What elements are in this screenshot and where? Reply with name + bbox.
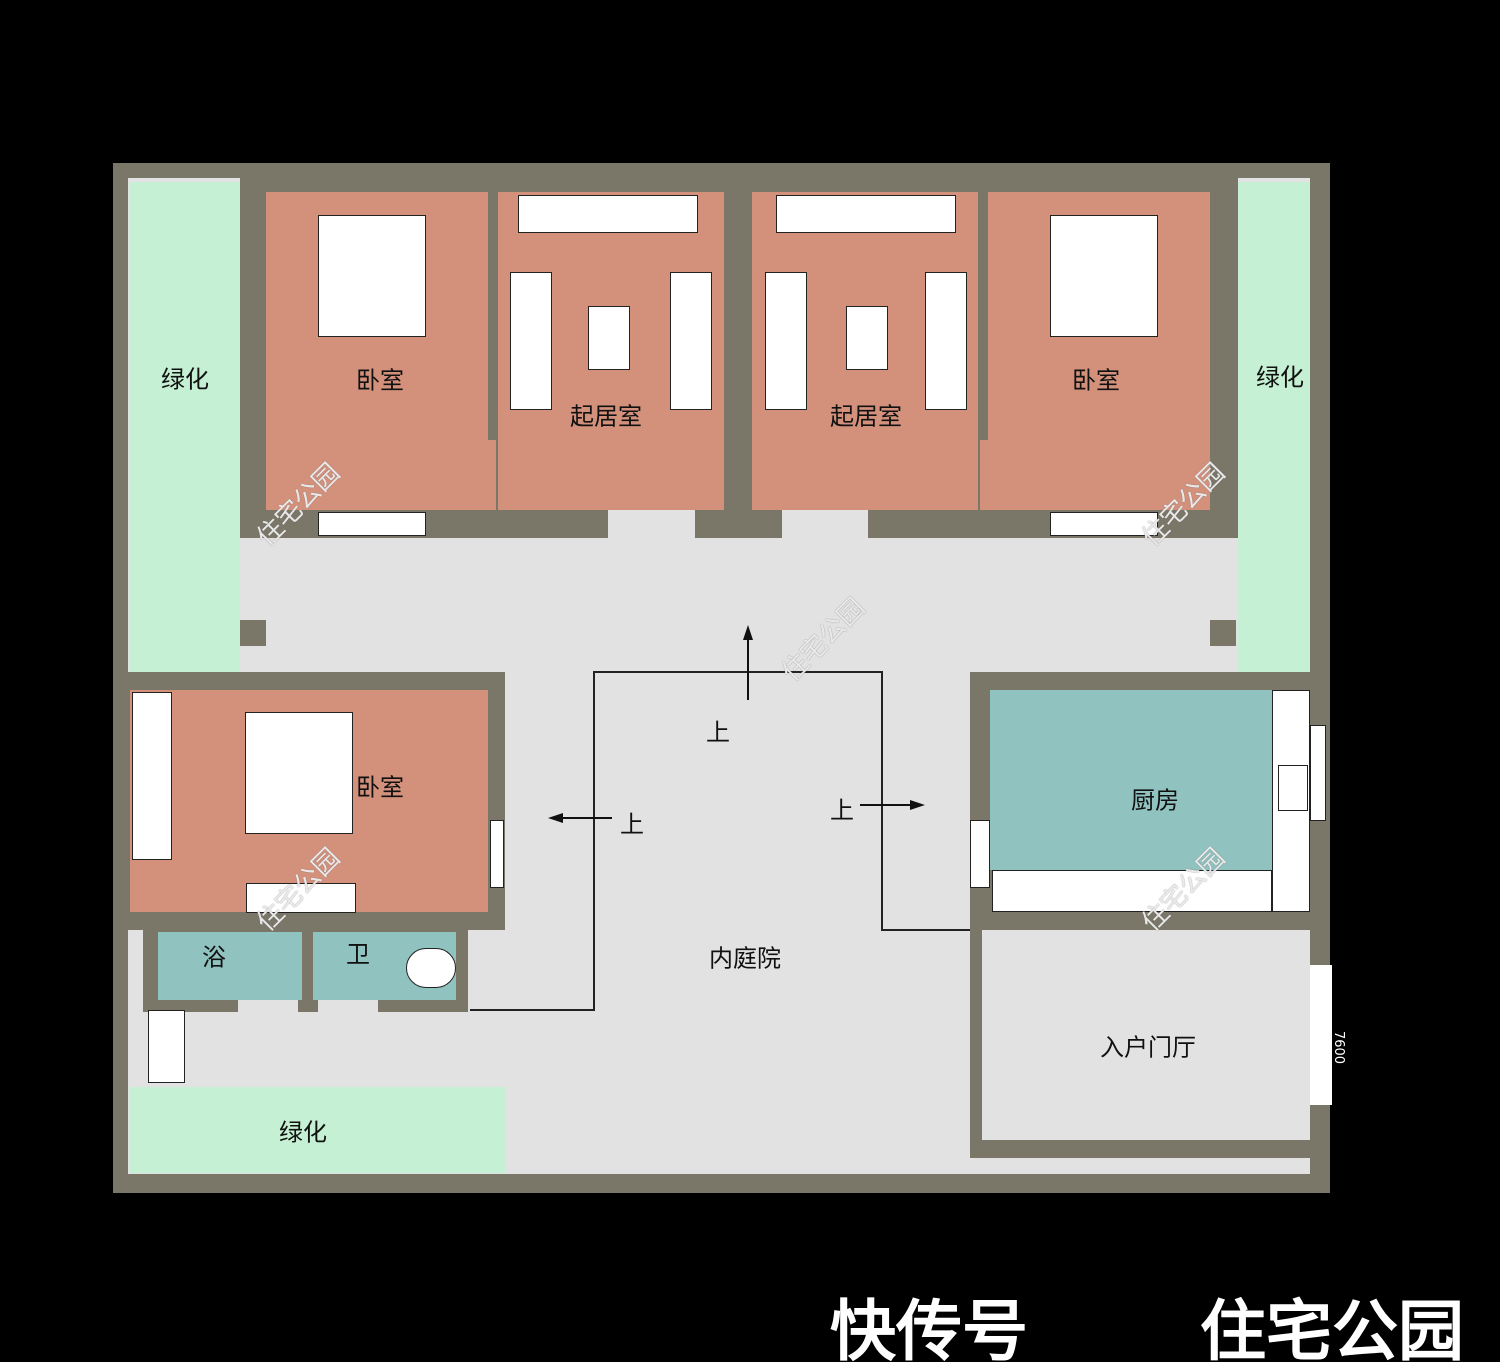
label-kitchen: 厨房 [1131, 786, 1179, 815]
door-opening [608, 510, 695, 538]
bathroom [158, 932, 302, 1000]
step-label: 上 [706, 718, 730, 747]
wardrobe-icon [132, 692, 172, 860]
label-living: 起居室 [570, 402, 642, 431]
greenery-right [1238, 182, 1310, 672]
window-icon [318, 512, 426, 536]
label-bedroom: 卧室 [1072, 366, 1120, 395]
window-icon [970, 820, 990, 888]
bedroom-top-left-door-area [266, 440, 496, 510]
sink-icon [1278, 765, 1308, 811]
entry-door[interactable] [1310, 965, 1332, 1105]
pillar [1210, 620, 1236, 646]
washbasin-icon [148, 1010, 185, 1083]
coffee-table-icon [588, 306, 630, 370]
footer-watermark: 住宅公园 [1200, 1293, 1464, 1362]
bedroom-top-right-door-area [980, 440, 1210, 510]
pillar [240, 620, 266, 646]
step-label: 上 [830, 796, 854, 825]
step-label: 上 [620, 810, 644, 839]
entry-wall [970, 930, 982, 1158]
sofa-icon [765, 272, 807, 410]
window-icon [490, 820, 504, 888]
tv-cabinet-icon [518, 195, 698, 233]
label-living: 起居室 [830, 402, 902, 431]
greenery-bottom [130, 1087, 505, 1173]
counter-icon [992, 870, 1272, 912]
door-opening [782, 510, 868, 538]
label-greenery-left: 绿化 [161, 365, 209, 394]
label-entry-hall: 入户门厅 [1100, 1033, 1196, 1062]
kitchen [990, 690, 1272, 870]
coffee-table-icon [846, 306, 888, 370]
dimension-label: 7600 [1331, 1030, 1347, 1065]
label-greenery-right: 绿化 [1256, 363, 1304, 392]
sofa-icon [510, 272, 552, 410]
window-icon [1310, 725, 1326, 821]
toilet-icon [406, 948, 456, 988]
bed-icon [1050, 215, 1158, 337]
entry-wall [970, 1140, 1310, 1158]
door-opening [238, 1000, 298, 1012]
bed-icon [245, 712, 353, 834]
sofa-icon [925, 272, 967, 410]
greenery-left [130, 182, 240, 672]
window-icon [1050, 512, 1158, 536]
label-bedroom: 卧室 [356, 773, 404, 802]
bed-icon [318, 215, 426, 337]
footer-watermark: 快传号 [830, 1293, 1028, 1362]
label-bedroom: 卧室 [356, 366, 404, 395]
tv-cabinet-icon [776, 195, 956, 233]
label-greenery-bottom: 绿化 [279, 1118, 327, 1147]
sofa-icon [670, 272, 712, 410]
desk-icon [246, 883, 356, 913]
label-courtyard: 内庭院 [709, 944, 781, 973]
label-bath: 浴 [202, 943, 226, 972]
label-toilet: 卫 [346, 940, 370, 969]
door-opening [318, 1000, 378, 1012]
